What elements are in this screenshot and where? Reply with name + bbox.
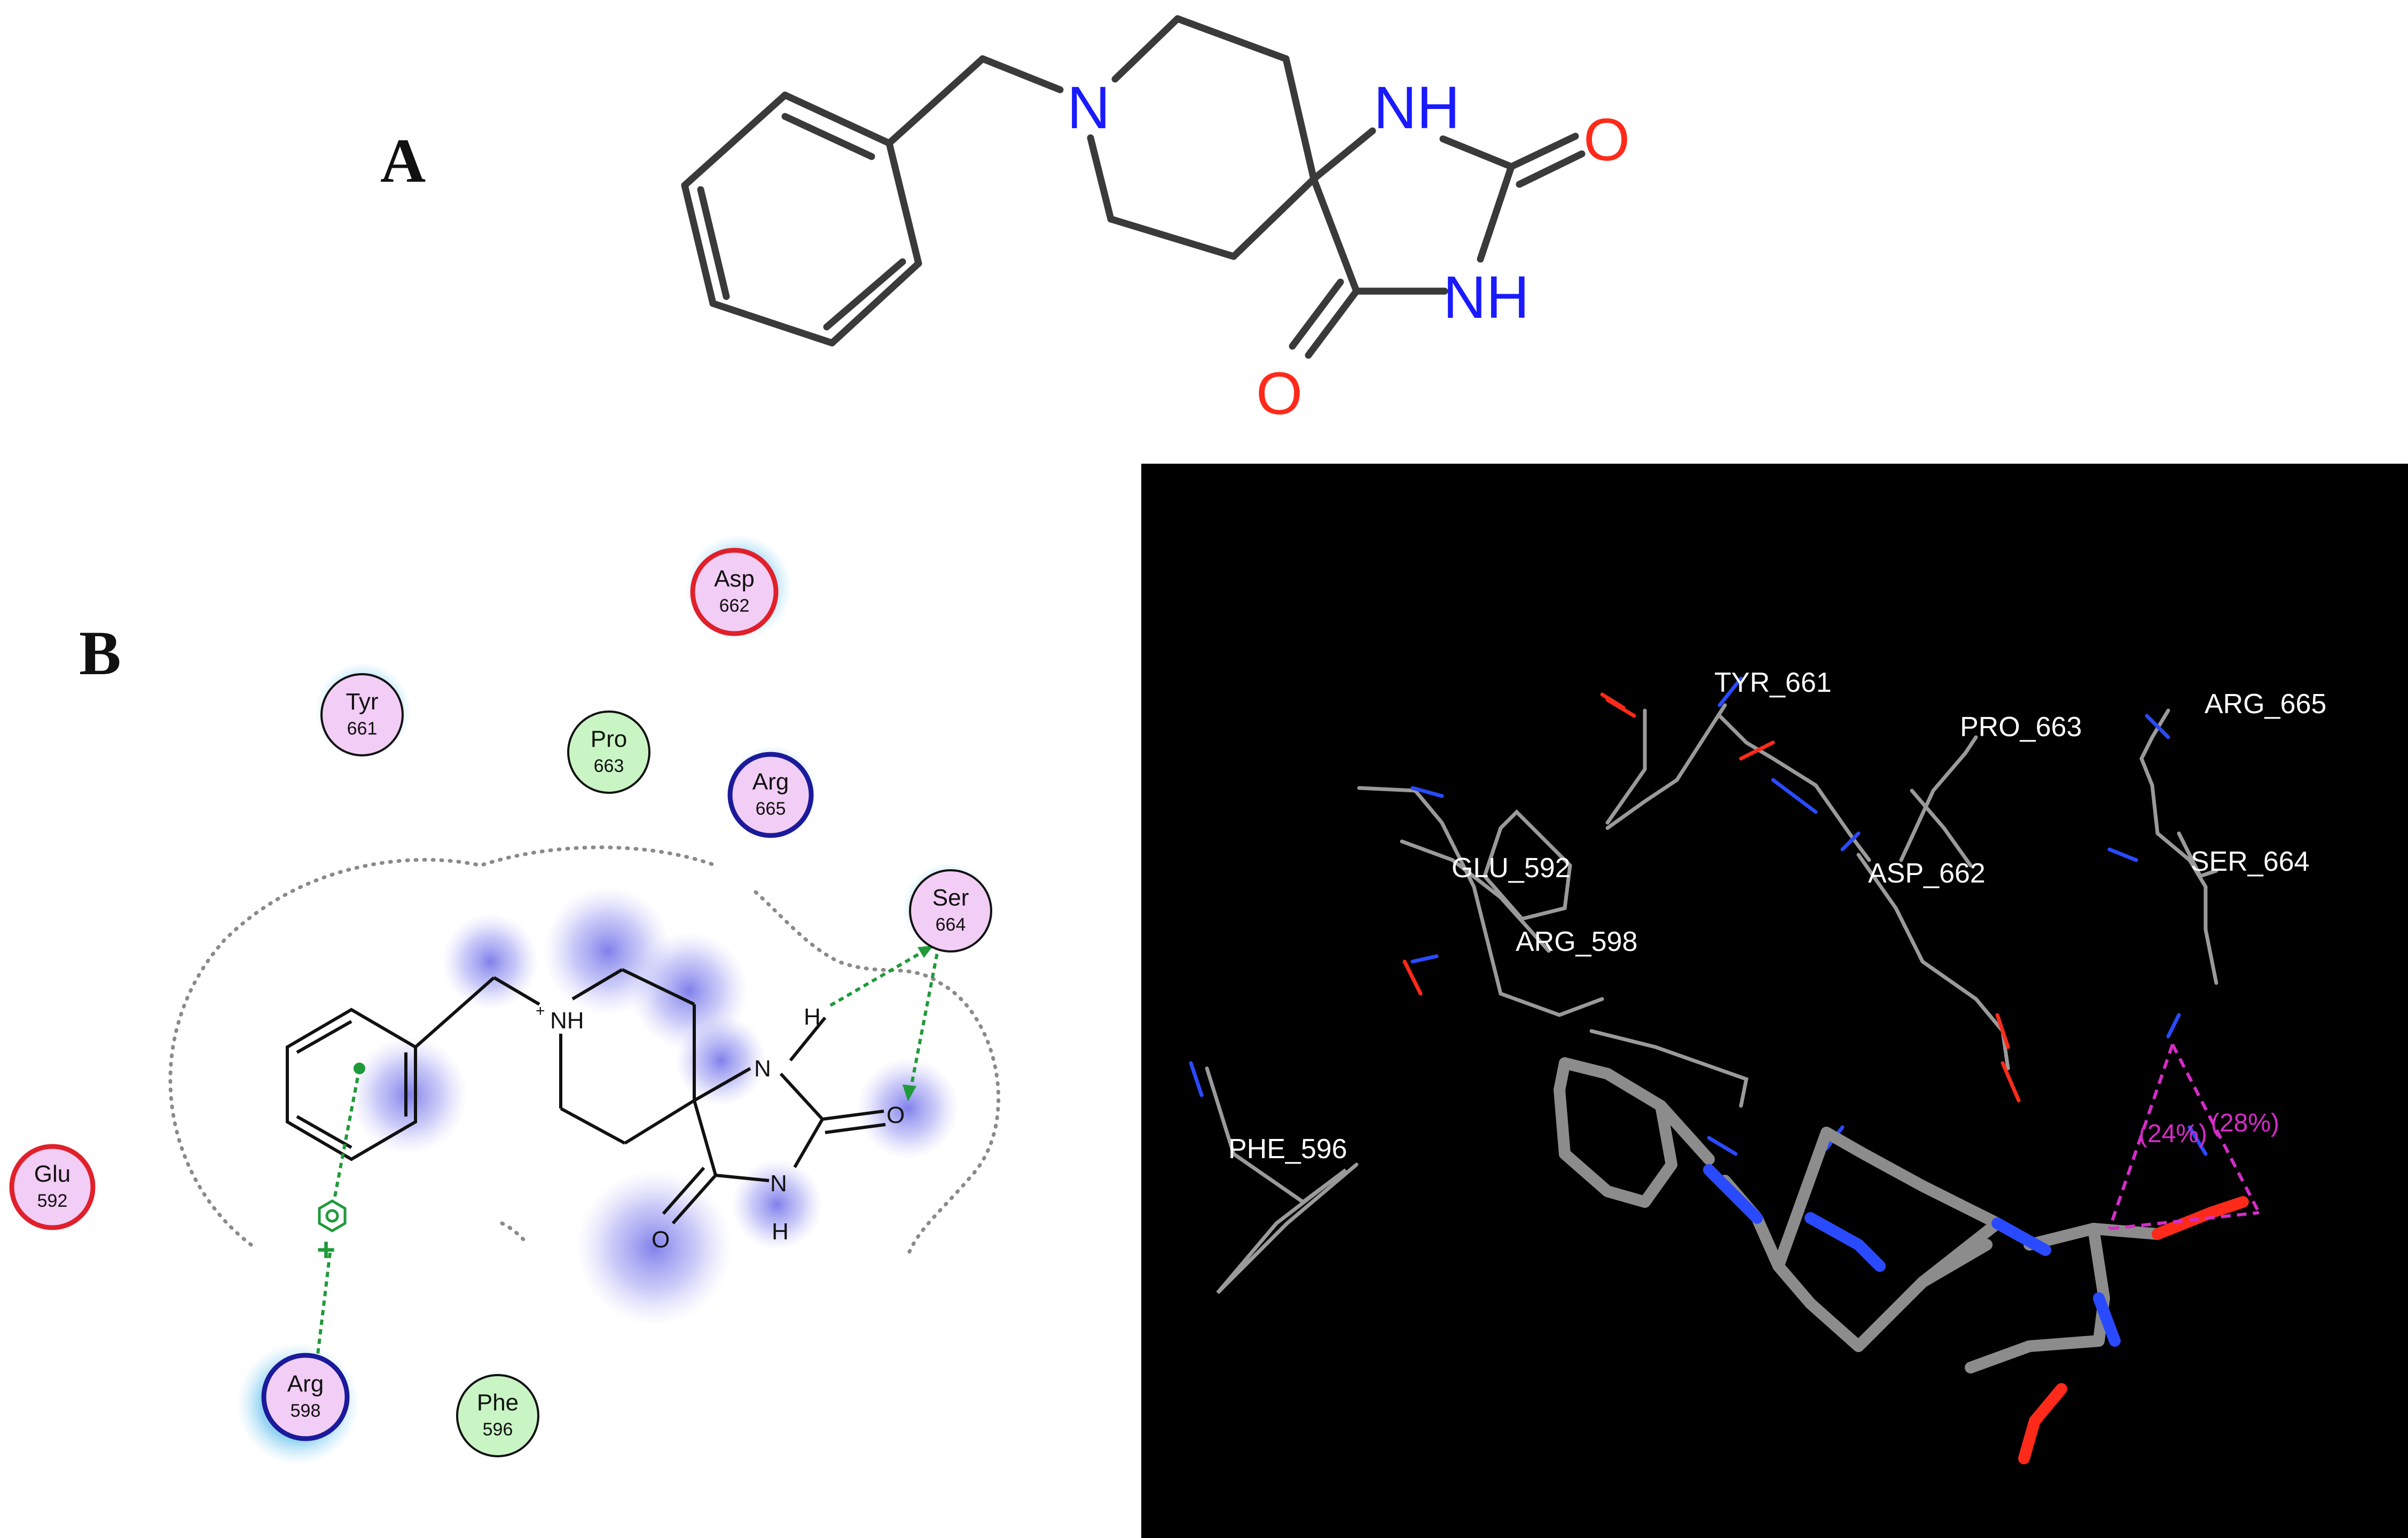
residue-name: Asp — [714, 566, 755, 592]
residue-number: 598 — [291, 1401, 321, 1421]
residue-ser-664: Ser 664 — [909, 869, 992, 953]
residue-name: Tyr — [346, 689, 378, 715]
label-pro-663: PRO_663 — [1960, 712, 2082, 743]
cation-pi-icon — [318, 1199, 347, 1232]
pocket-outline — [168, 845, 1000, 1258]
exposure-blobs — [350, 887, 959, 1325]
residue-name: Phe — [477, 1389, 519, 1416]
label-arg-665: ARG_665 — [2205, 689, 2326, 720]
residue-number: 665 — [756, 799, 786, 819]
label-arg-598: ARG_598 — [1516, 926, 1637, 957]
label-ser-664: SER_664 — [2191, 846, 2310, 877]
ligand-3d-sticks — [1554, 1057, 2163, 1373]
residue-number: 661 — [347, 719, 378, 739]
residue-number: 664 — [936, 915, 966, 935]
distance-lines — [2108, 1043, 2261, 1230]
residue-glu-592: Glu 592 — [9, 1144, 96, 1230]
atom-nh-top: NH — [1374, 74, 1460, 141]
ligand-3d-heteroatoms — [1703, 1164, 2249, 1464]
residue-name: Arg — [287, 1371, 324, 1397]
label-phe-596: PHE_596 — [1228, 1134, 1347, 1165]
residue-arg-665: Arg 665 — [727, 752, 814, 838]
ligand-atom-h: H — [804, 1004, 821, 1030]
ligand-atom-plus: + — [536, 1002, 545, 1020]
interaction-arrowheads — [903, 946, 934, 1102]
atom-o-bottom: O — [1256, 360, 1303, 427]
ligand-atom-n-low: N — [770, 1170, 787, 1197]
residue-number: 596 — [483, 1419, 513, 1440]
ligand-atom-n: N — [754, 1056, 771, 1082]
atom-o-right: O — [1583, 106, 1630, 173]
ligand-2d-bonds — [286, 968, 886, 1224]
ligand-atom-o-left: O — [652, 1227, 670, 1253]
residue-name: Ser — [932, 885, 969, 911]
ring-centroid-dot — [354, 1063, 365, 1074]
residue-tyr-661: Tyr 661 — [320, 673, 404, 756]
panel-b-label: B — [79, 618, 121, 688]
residue-arg-598: Arg 598 — [261, 1353, 350, 1441]
label-glu-592: GLU_592 — [1452, 853, 1571, 884]
panel-c-background — [1141, 464, 2408, 1538]
residue-wireframes — [1205, 703, 2218, 1294]
residue-number: 592 — [37, 1191, 68, 1211]
panel-b: B — [9, 534, 1000, 1465]
ligand-atom-o-right: O — [887, 1102, 905, 1128]
distance-label-24: (24%) — [2139, 1120, 2207, 1148]
ligand-atom-h-low: H — [772, 1219, 789, 1245]
panel-a: A — [380, 15, 1630, 427]
atom-n-ring: N — [1067, 74, 1110, 141]
residue-number: 662 — [719, 596, 750, 616]
panel-a-label: A — [380, 126, 426, 196]
cation-pi-plus: + — [317, 1232, 335, 1268]
atom-nh-bottom: NH — [1443, 264, 1529, 331]
residue-number: 663 — [594, 756, 624, 776]
label-tyr-661: TYR_661 — [1714, 667, 1832, 698]
residue-asp-662: Asp 662 — [690, 548, 779, 636]
ligand-atom-nh-plus: NH — [550, 1008, 584, 1034]
residue-pro-663: Pro 663 — [567, 711, 650, 794]
panel-c: TYR_661 PRO_663 ARG_665 GLU_592 ASP_662 … — [1141, 464, 2408, 1538]
residue-name: Glu — [34, 1161, 70, 1187]
residue-name: Arg — [752, 769, 789, 795]
structure-a-bonds — [681, 15, 1586, 359]
label-asp-662: ASP_662 — [1868, 858, 1986, 889]
residue-phe-596: Phe 596 — [456, 1374, 539, 1457]
residue-name: Pro — [591, 726, 627, 752]
interaction-lines — [315, 944, 940, 1368]
distance-label-28: (28%) — [2211, 1109, 2279, 1137]
